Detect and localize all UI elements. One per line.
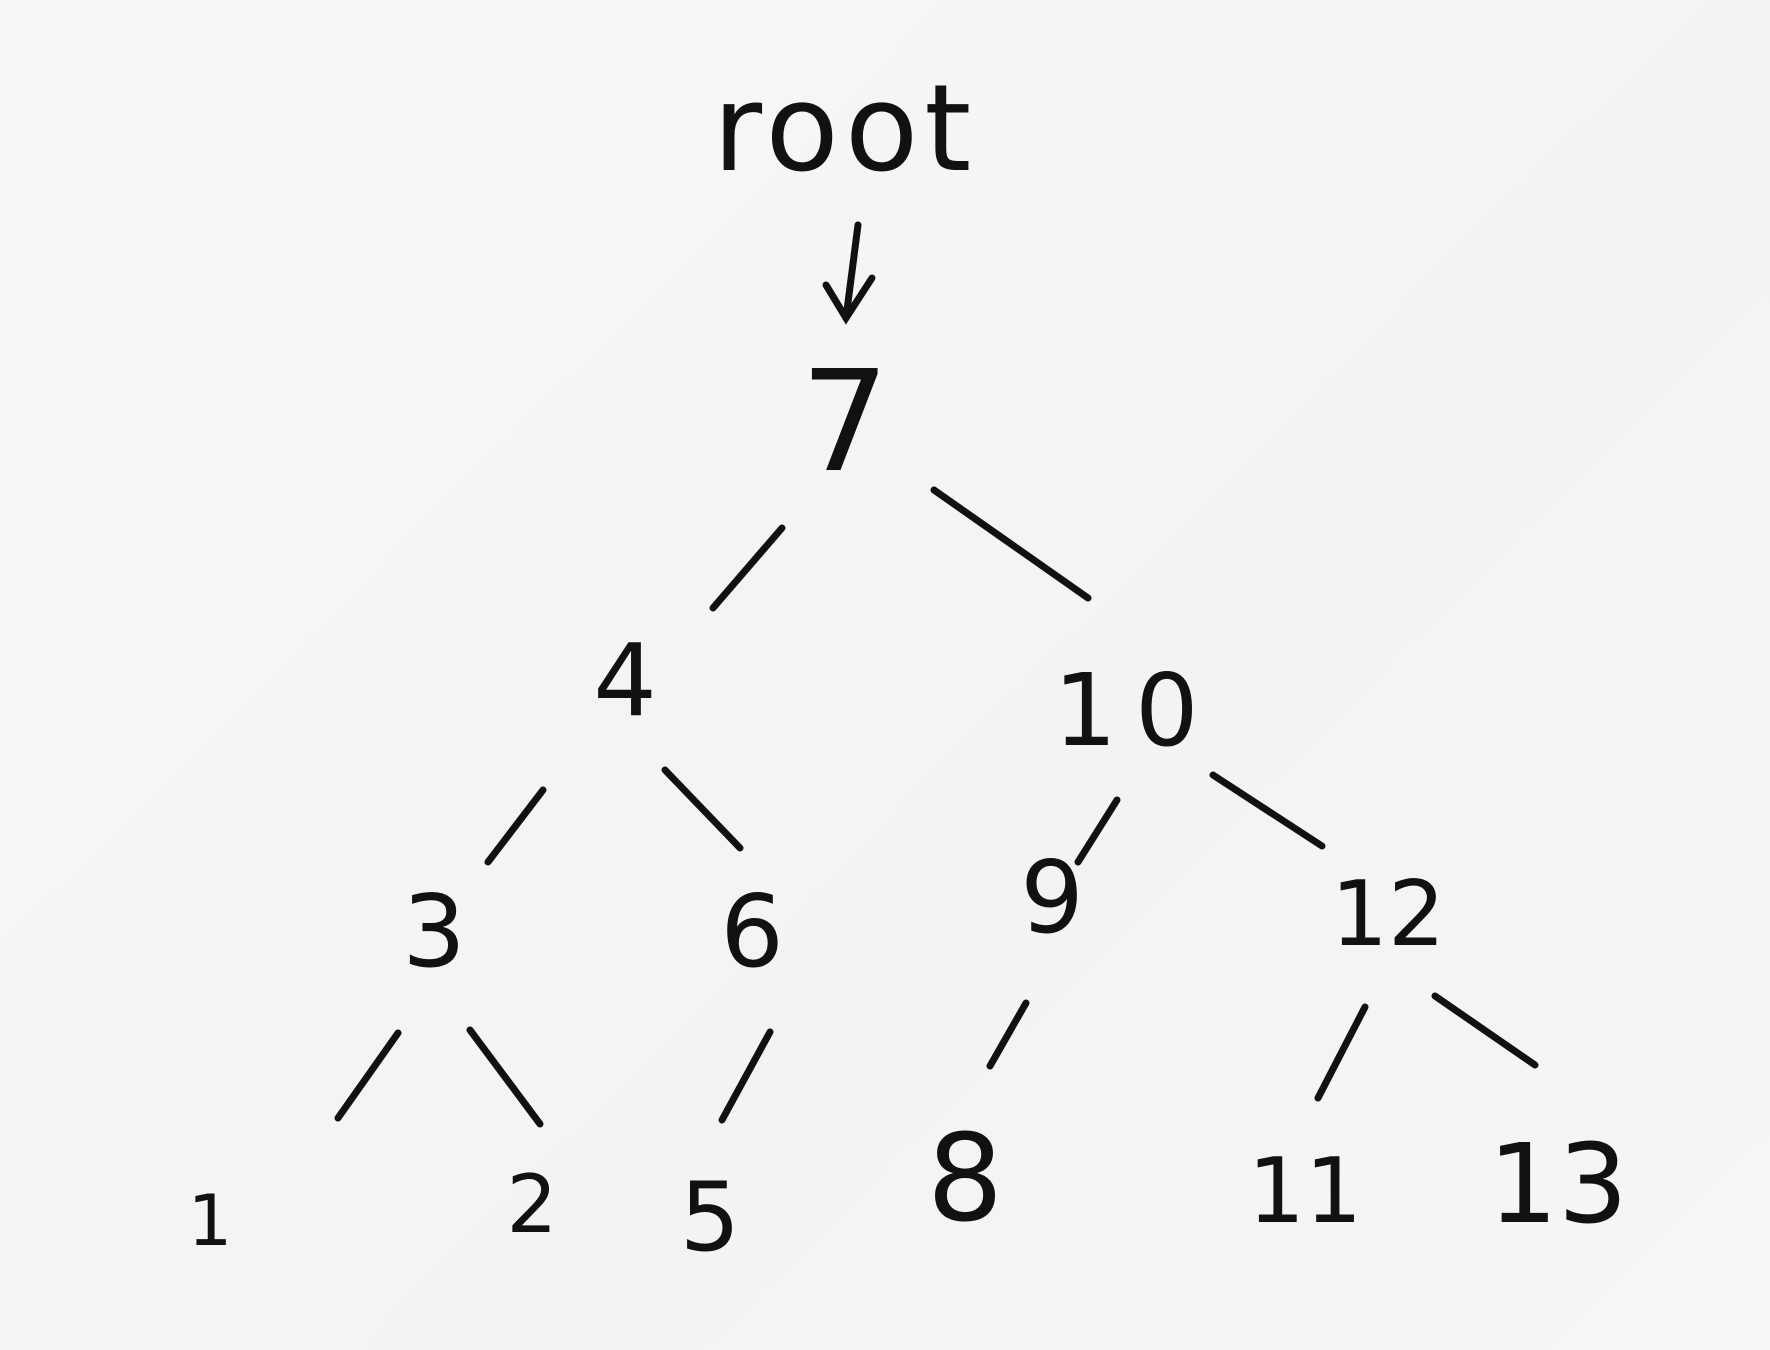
node-1: 1 [188, 1180, 233, 1262]
edge-10-9 [1074, 796, 1121, 866]
edge-4-6 [661, 766, 744, 852]
node-8: 8 [927, 1110, 1003, 1249]
edge-6-5 [718, 1028, 774, 1124]
tree-edges [334, 486, 1539, 1128]
node-2: 2 [507, 1158, 558, 1251]
node-11: 11 [1248, 1139, 1363, 1244]
node-9: 9 [1020, 839, 1084, 956]
node-5: 5 [680, 1163, 740, 1273]
edge-3-2 [466, 1026, 544, 1128]
edge-7-4 [709, 524, 786, 612]
node-4: 4 [593, 622, 657, 739]
node-10: 10 [1053, 652, 1216, 769]
edge-12-11 [1314, 1003, 1369, 1102]
tree-nodes: 7 4 10 3 6 9 12 1 2 5 8 11 13 [188, 341, 1628, 1273]
node-3: 3 [402, 873, 466, 990]
node-12: 12 [1331, 862, 1446, 967]
edge-3-1 [334, 1029, 402, 1122]
node-13: 13 [1488, 1120, 1628, 1248]
edge-4-3 [484, 786, 547, 866]
down-arrow-icon [822, 221, 876, 325]
edge-10-12 [1209, 771, 1326, 850]
root-label: root [713, 60, 978, 199]
edge-12-13 [1431, 992, 1539, 1069]
node-6: 6 [720, 873, 784, 990]
edge-7-10 [930, 486, 1092, 602]
edge-9-8 [986, 999, 1030, 1070]
node-7: 7 [800, 341, 889, 504]
